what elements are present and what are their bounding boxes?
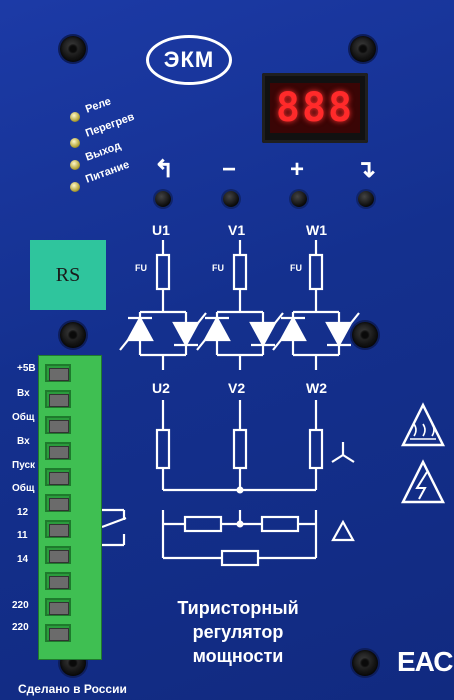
terminal-label: Общ xyxy=(12,483,35,494)
terminal-label: 220 xyxy=(12,622,29,633)
high-voltage-warning-icon xyxy=(400,459,446,504)
terminal-label: Общ xyxy=(12,412,35,423)
made-in-russia-label: Сделано в России xyxy=(18,682,127,696)
minus-button[interactable] xyxy=(223,191,239,207)
phase-output-u2: U2 xyxy=(152,380,170,396)
phase-input-v1: V1 xyxy=(228,222,246,238)
screw-icon xyxy=(352,650,378,676)
brand-logo: ЭКМ xyxy=(146,35,232,85)
terminal-label: 12 xyxy=(17,507,29,518)
screw-icon xyxy=(350,36,376,62)
led-display: 888 xyxy=(262,73,368,143)
return-right-icon: ↴ xyxy=(356,156,377,183)
minus-icon: − xyxy=(222,156,237,183)
return-left-icon: ↰ xyxy=(154,156,175,183)
plus-button[interactable] xyxy=(291,191,307,207)
display-value: 888 xyxy=(270,83,360,133)
phase-output-w2: W2 xyxy=(306,380,327,396)
enter-button[interactable] xyxy=(358,191,374,207)
phase-input-u1: U1 xyxy=(152,222,170,238)
back-button[interactable] xyxy=(155,191,171,207)
fuse-label: FU xyxy=(135,263,147,273)
terminal-label: Вх xyxy=(17,388,30,399)
phase-input-w1: W1 xyxy=(306,222,327,238)
product-title-line3: мощности xyxy=(192,646,284,666)
thyristor-w-icon xyxy=(272,310,360,370)
terminal-label: 14 xyxy=(17,554,29,565)
phase-output-v2: V2 xyxy=(228,380,246,396)
terminal-label: Вх xyxy=(17,436,30,447)
status-led-icon xyxy=(70,182,80,192)
thyristor-v-icon xyxy=(196,310,284,370)
screw-icon xyxy=(60,36,86,62)
terminal-label: 220 xyxy=(12,600,29,611)
thyristor-u-icon xyxy=(119,310,207,370)
rs-overlay-badge: RS xyxy=(30,240,106,310)
status-led-icon xyxy=(70,138,80,148)
status-led-icon xyxy=(70,160,80,170)
terminal-label: +5В xyxy=(17,363,36,374)
terminal-label: 11 xyxy=(17,530,28,541)
status-led-icon xyxy=(70,112,80,122)
screw-icon xyxy=(352,322,378,348)
terminal-label: Пуск xyxy=(12,460,36,471)
hot-surface-warning-icon xyxy=(400,402,446,447)
product-title-line2: регулятор xyxy=(192,622,284,642)
fuse-label: FU xyxy=(290,263,302,273)
terminal-block xyxy=(38,355,102,660)
fuse-label: FU xyxy=(212,263,224,273)
delta-icon xyxy=(331,519,355,542)
product-title-line1: Тиристорный xyxy=(177,598,299,618)
screw-icon xyxy=(60,322,86,348)
plus-icon: + xyxy=(290,156,305,183)
eac-certification-mark: ЕАС xyxy=(397,646,453,677)
